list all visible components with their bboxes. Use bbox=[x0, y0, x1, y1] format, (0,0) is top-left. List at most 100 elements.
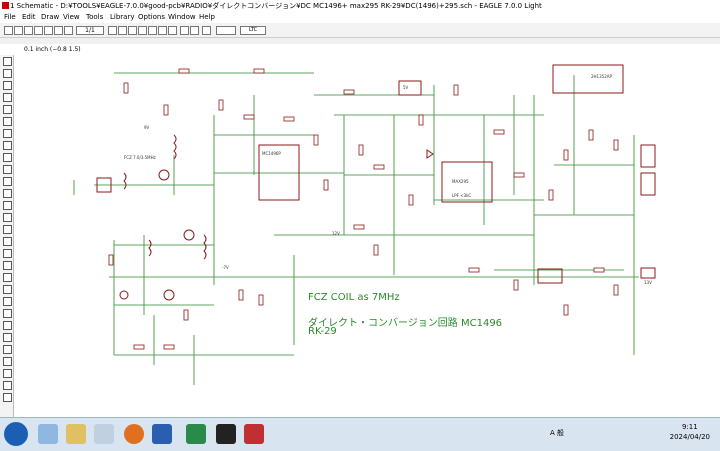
redraw-icon[interactable] bbox=[148, 26, 157, 35]
coil-t1-label: FCZ 7.0/3.5MHz bbox=[124, 155, 156, 160]
sheet-select[interactable]: 1/1 bbox=[76, 26, 104, 35]
mark-icon[interactable] bbox=[3, 93, 12, 102]
text-icon[interactable] bbox=[3, 321, 12, 330]
circuit-annotation: ダイレクト・コンバージョン回路 MC1496 bbox=[308, 318, 503, 329]
clock-date: 2024/04/20 bbox=[669, 433, 710, 441]
menu-window[interactable]: Window bbox=[168, 13, 196, 21]
menu-library[interactable]: Library bbox=[110, 13, 135, 21]
zoom-select-icon[interactable] bbox=[138, 26, 147, 35]
mirror-icon[interactable] bbox=[3, 129, 12, 138]
copy-icon[interactable] bbox=[3, 117, 12, 126]
windows-taskbar: A 般 9:11 2024/04/20 bbox=[0, 417, 720, 451]
script-icon[interactable] bbox=[54, 26, 63, 35]
info-icon[interactable] bbox=[3, 57, 12, 66]
arc-icon[interactable] bbox=[3, 345, 12, 354]
audio-connector-2 bbox=[640, 172, 656, 196]
eagle-taskbar-icon[interactable] bbox=[244, 424, 264, 444]
menu-view[interactable]: View bbox=[63, 13, 80, 21]
ie-icon[interactable] bbox=[38, 424, 58, 444]
undo-icon[interactable] bbox=[158, 26, 167, 35]
transistors bbox=[119, 169, 195, 301]
passive-parts bbox=[108, 68, 619, 350]
ulp-brand-icon[interactable] bbox=[216, 26, 236, 35]
pinswap-icon[interactable] bbox=[3, 213, 12, 222]
header-label: 2H1352AP bbox=[591, 74, 612, 79]
change-icon[interactable] bbox=[3, 165, 12, 174]
print-icon[interactable] bbox=[24, 26, 33, 35]
split-icon[interactable] bbox=[3, 285, 12, 294]
start-button[interactable] bbox=[4, 422, 28, 446]
value-icon[interactable] bbox=[3, 249, 12, 258]
schematic-drawing bbox=[73, 64, 656, 385]
lpf-label: LPF <3kC bbox=[452, 193, 472, 198]
polygon-icon[interactable] bbox=[3, 369, 12, 378]
menu-options[interactable]: Options bbox=[138, 13, 166, 21]
system-clock[interactable]: 9:11 2024/04/20 bbox=[670, 422, 710, 442]
v9-label: 9V bbox=[144, 125, 150, 130]
schematic-canvas[interactable]: MC1496P MAX295 LPF <3kC 2H1352AP 5V FCZ … bbox=[14, 55, 720, 417]
regulator-5v bbox=[398, 80, 422, 96]
eagle-app-icon[interactable] bbox=[2, 2, 9, 9]
terminal-icon[interactable] bbox=[216, 424, 236, 444]
name-icon[interactable] bbox=[3, 237, 12, 246]
clock-time: 9:11 bbox=[681, 423, 698, 431]
ulp-icon[interactable] bbox=[64, 26, 73, 35]
coil-annotation: FCZ COIL as 7MHz bbox=[308, 292, 400, 303]
left-tool-palette bbox=[0, 55, 14, 417]
show-icon[interactable] bbox=[3, 69, 12, 78]
board-icon[interactable] bbox=[44, 26, 53, 35]
paste-icon[interactable] bbox=[3, 177, 12, 186]
rect-icon[interactable] bbox=[3, 357, 12, 366]
group-icon[interactable] bbox=[3, 153, 12, 162]
save-icon[interactable] bbox=[14, 26, 23, 35]
fcz-coils bbox=[123, 134, 207, 260]
main-toolbar: 1/1 LTC bbox=[0, 23, 720, 38]
invoke-icon[interactable] bbox=[3, 297, 12, 306]
explorer-icon[interactable] bbox=[66, 424, 86, 444]
ic-filter-label: MAX295 bbox=[452, 179, 469, 184]
bus-icon[interactable] bbox=[3, 381, 12, 390]
menu-file[interactable]: File bbox=[4, 13, 16, 21]
ic-mixer-label: MC1496P bbox=[262, 151, 281, 156]
vin-label: 13V bbox=[644, 280, 652, 285]
help-icon[interactable] bbox=[202, 26, 211, 35]
go-icon[interactable] bbox=[190, 26, 199, 35]
menu-draw[interactable]: Draw bbox=[41, 13, 60, 21]
delete-icon[interactable] bbox=[3, 189, 12, 198]
wire-icon[interactable] bbox=[3, 309, 12, 318]
open-icon[interactable] bbox=[4, 26, 13, 35]
grid-coordinate: 0.1 inch (−0.8 1.5) bbox=[24, 46, 81, 53]
max295-ic bbox=[441, 161, 493, 203]
menu-edit[interactable]: Edit bbox=[22, 13, 36, 21]
replace-icon[interactable] bbox=[3, 225, 12, 234]
miter-icon[interactable] bbox=[3, 273, 12, 282]
app-icon[interactable] bbox=[186, 424, 206, 444]
smash-icon[interactable] bbox=[3, 261, 12, 270]
redo-icon[interactable] bbox=[168, 26, 177, 35]
ime-indicator[interactable]: A 般 bbox=[550, 429, 565, 437]
stop-icon[interactable] bbox=[180, 26, 189, 35]
move-icon[interactable] bbox=[3, 105, 12, 114]
mc1496-ic bbox=[258, 144, 300, 201]
power-connector bbox=[640, 267, 656, 279]
word-icon[interactable] bbox=[152, 424, 172, 444]
zoom-out-icon[interactable] bbox=[128, 26, 137, 35]
add-icon[interactable] bbox=[3, 201, 12, 210]
v12-label: 12V bbox=[332, 231, 340, 236]
menu-tools[interactable]: Tools bbox=[86, 13, 104, 21]
net-icon[interactable] bbox=[3, 393, 12, 402]
rotate-icon[interactable] bbox=[3, 141, 12, 150]
zoom-in-icon[interactable] bbox=[118, 26, 127, 35]
reg-5v-label: 5V bbox=[403, 85, 409, 90]
diode bbox=[426, 149, 434, 159]
ltc-brand-icon[interactable]: LTC bbox=[240, 26, 266, 35]
menu-help[interactable]: Help bbox=[199, 13, 215, 21]
circle-icon[interactable] bbox=[3, 333, 12, 342]
firefox-icon[interactable] bbox=[124, 424, 144, 444]
cam-icon[interactable] bbox=[34, 26, 43, 35]
zoom-fit-icon[interactable] bbox=[108, 26, 117, 35]
calculator-icon[interactable] bbox=[94, 424, 114, 444]
menu-bar: File Edit Draw View Tools Library Option… bbox=[0, 12, 720, 23]
display-icon[interactable] bbox=[3, 81, 12, 90]
header-connector bbox=[552, 64, 624, 94]
